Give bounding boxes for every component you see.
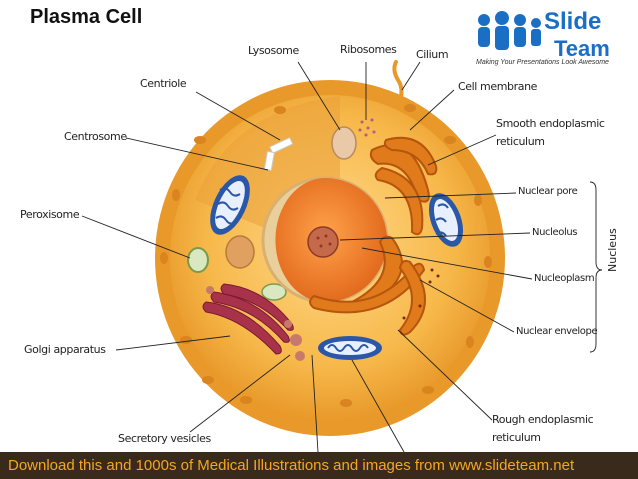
lysosome: [331, 126, 357, 160]
label-nuclear-pore: Nuclear pore: [518, 186, 578, 197]
label-nucleoplasm: Nucleoplasm: [534, 273, 595, 284]
label-cell-membrane: Cell membrane: [458, 80, 538, 93]
nucleolus: [307, 226, 339, 258]
label-golgi-apparatus: Golgi apparatus: [24, 343, 106, 356]
label-ribosomes: Ribosomes: [340, 43, 397, 56]
people-icon: [478, 11, 541, 50]
label-rough-er-line2: reticulum: [492, 431, 541, 444]
label-lysosome: Lysosome: [248, 44, 299, 57]
label-nuclear-envelope: Nuclear envelope: [516, 326, 598, 337]
centriole: [263, 136, 294, 171]
secretory-vesicle-dots: [206, 286, 305, 361]
cilium: [392, 60, 404, 108]
mitochondrion-left: [210, 175, 250, 235]
membrane-pits: [160, 104, 492, 407]
vesicle-left: [225, 235, 255, 269]
label-cilium: Cilium: [416, 48, 449, 61]
label-rough-er-line1: Rough endoplasmic: [492, 413, 594, 426]
label-nucleus-group: Nucleus: [606, 228, 619, 272]
vesicle-small: [261, 283, 287, 301]
mitochondrion-right: [428, 193, 464, 247]
label-secretory-vesicles: Secretory vesicles: [118, 432, 211, 445]
label-centriole: Centriole: [140, 77, 187, 90]
nucleolus-texture: [316, 234, 332, 248]
leader-lines: [81, 61, 603, 453]
logo-tagline: Making Your Presentations Look Awesome: [476, 59, 609, 66]
slideteam-logo: Slide Team Making Your Presentations Loo…: [468, 4, 636, 70]
mitochondrion-bottom: [318, 336, 382, 360]
logo-line1: Slide: [544, 8, 602, 35]
rough-er-ribosomes: [402, 268, 440, 320]
peroxisome: [187, 247, 209, 273]
footer-banner: Download this and 1000s of Medical Illus…: [0, 452, 638, 479]
logo-line2: Team: [554, 36, 610, 61]
ribosome-dots: [358, 118, 376, 137]
label-centrosome: Centrosome: [64, 130, 127, 143]
label-smooth-er-line2: reticulum: [496, 135, 545, 148]
rough-er: [309, 166, 426, 336]
golgi-apparatus: [202, 283, 294, 355]
page-title: Plasma Cell: [30, 6, 143, 28]
label-nucleolus: Nucleolus: [532, 227, 578, 238]
label-peroxisome: Peroxisome: [20, 208, 80, 221]
footer-text[interactable]: Download this and 1000s of Medical Illus…: [8, 457, 575, 474]
label-smooth-er-line1: Smooth endoplasmic: [496, 117, 605, 130]
